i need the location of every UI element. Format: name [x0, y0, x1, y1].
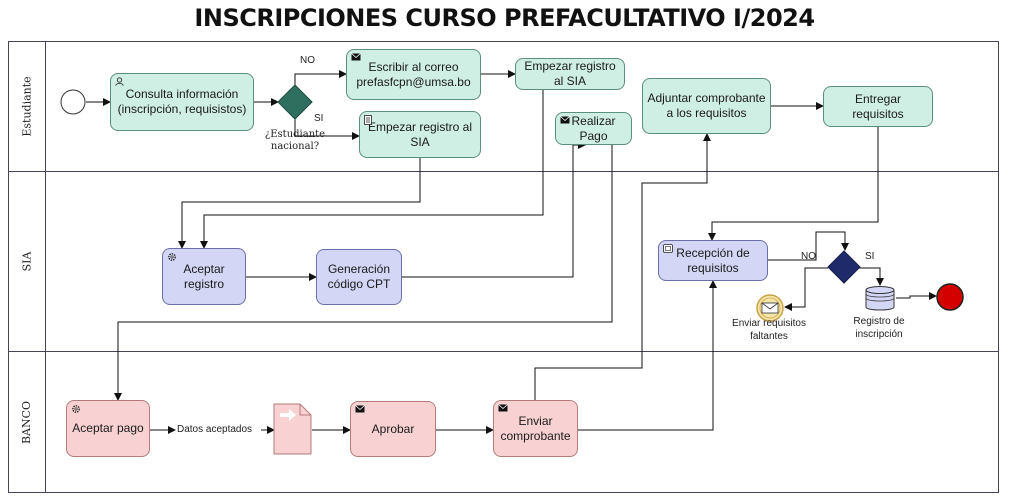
flow-gateway-registro	[858, 267, 884, 286]
flow-gateway-escribir	[294, 70, 347, 85]
flow-recepcion-gateway	[768, 231, 849, 261]
flow-enviar-recepcion	[578, 280, 717, 431]
document-icon	[663, 244, 673, 255]
task-escribir-label: Escribir al correo prefasfcpn@umsa.bo	[356, 59, 471, 89]
envelope-icon	[756, 294, 784, 322]
task-aceptar-pago[interactable]: Aceptar pago	[66, 400, 150, 457]
task-recepcion-label: Recepción de requisitos	[676, 245, 750, 275]
flow-label-si-mid: SI	[865, 251, 875, 262]
task-aceptar-registro-label: Aceptar registro	[183, 261, 225, 291]
gear-icon	[71, 404, 81, 416]
envelope-icon	[355, 405, 365, 415]
task-escribir-correo[interactable]: Escribir al correo prefasfcpn@umsa.bo	[346, 49, 481, 100]
task-generacion-codigo[interactable]: Generación código CPT	[316, 249, 402, 305]
lane-divider-banco	[8, 351, 999, 493]
user-task-icon	[115, 77, 124, 88]
task-aceptar-pago-label: Aceptar pago	[72, 421, 144, 435]
task-empezar-top-label: Empezar registro al SIA	[524, 58, 616, 88]
task-realizar-pago[interactable]: Realizar Pago	[555, 112, 632, 145]
gateway-requisitos	[827, 250, 861, 284]
gear-icon	[167, 252, 177, 264]
envelope-icon	[498, 404, 508, 414]
flow-enviar-adjuntar	[534, 133, 711, 400]
lane-label-column	[8, 41, 46, 493]
task-empezar-registro-top[interactable]: Empezar registro al SIA	[515, 58, 625, 90]
flow-generacion-realizar	[402, 141, 586, 278]
task-entregar-label: Entregar requisitos	[852, 91, 904, 121]
document-icon	[273, 403, 312, 455]
task-aprobar[interactable]: Aprobar	[350, 401, 436, 457]
task-realizar-pago-label: Realizar Pago	[571, 113, 616, 143]
task-recepcion-requisitos[interactable]: Recepción de requisitos	[658, 240, 768, 281]
task-empezar-registro-mid[interactable]: Empezar registro al SIA	[359, 111, 481, 158]
task-adjuntar-comprobante[interactable]: Adjuntar comprobante a los requisitos	[642, 78, 771, 134]
envelope-icon	[560, 116, 570, 126]
database-icon	[865, 286, 895, 311]
flow-empezar-mid-aceptar	[178, 158, 421, 249]
lane-divider-sia	[8, 171, 999, 351]
script-task-icon	[364, 115, 372, 127]
pool	[8, 41, 999, 493]
event-label-enviar-faltantes: Enviar requisitos faltantes	[732, 318, 806, 342]
flow-registro-end	[896, 292, 937, 300]
start-event	[60, 89, 86, 115]
gateway-question-label: ¿Estudiante nacional?	[264, 129, 326, 152]
end-event	[936, 283, 964, 311]
flow-gateway-empezar-mid	[294, 119, 360, 140]
task-enviar-comprobante[interactable]: Enviar comprobante	[493, 400, 578, 457]
task-entregar-requisitos[interactable]: Entregar requisitos	[823, 86, 933, 127]
flow-gateway-enviar-faltantes	[784, 267, 828, 311]
task-empezar-mid-label: Empezar registro al SIA	[367, 119, 473, 149]
flow-label-datos-aceptados: Datos aceptados	[177, 424, 253, 435]
task-adjuntar-label: Adjuntar comprobante a los requisitos	[647, 91, 766, 120]
datastore-label-registro: Registro de inscripción	[853, 316, 905, 340]
flow-label-no-top: NO	[300, 55, 315, 66]
flow-realizar-aceptar-pago	[114, 145, 613, 401]
flow-label-no-mid: NO	[801, 251, 816, 262]
flow-entregar-recepcion	[708, 127, 879, 241]
flow-label-si-top: SI	[314, 113, 324, 124]
flow-empezar-top-aceptar	[200, 90, 544, 249]
task-consulta-label: Consulta información (inscripción, requi…	[117, 87, 247, 116]
task-enviar-comprobante-label: Enviar comprobante	[500, 413, 571, 443]
gateway-estudiante-nacional	[277, 84, 313, 120]
task-consulta-informacion[interactable]: Consulta información (inscripción, requi…	[110, 73, 254, 131]
task-generacion-label: Generación código CPT	[327, 262, 391, 291]
task-aceptar-registro[interactable]: Aceptar registro	[162, 248, 246, 305]
task-aprobar-label: Aprobar	[371, 421, 415, 436]
envelope-icon	[351, 53, 361, 63]
diagram-title: INSCRIPCIONES CURSO PREFACULTATIVO I/202…	[194, 4, 815, 32]
